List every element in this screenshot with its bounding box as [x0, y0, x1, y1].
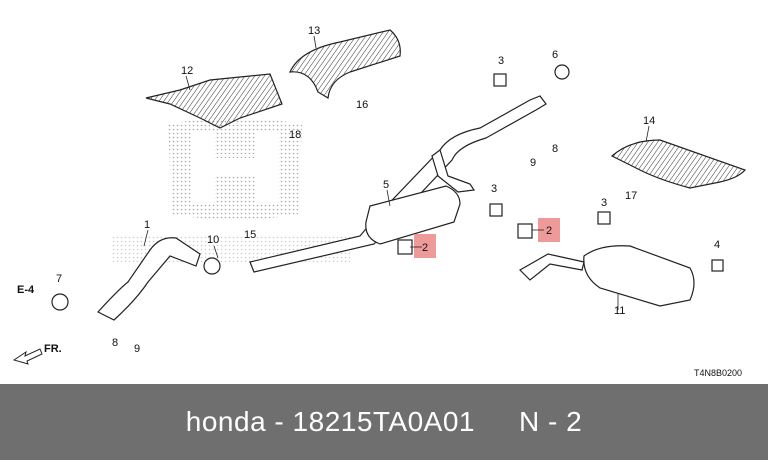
callout-1: 1 — [144, 219, 150, 231]
callout-2b: 2 — [546, 225, 552, 237]
caption-brand: honda — [185, 406, 267, 437]
callout-14: 14 — [643, 115, 655, 127]
caption-bar: honda - 18215TA0A01 N - 2 — [0, 384, 768, 460]
callout-13: 13 — [308, 25, 320, 37]
callout-5: 5 — [383, 179, 389, 191]
callout-labels: 13 12 3 6 16 18 14 8 9 5 3 17 3 1 15 10 … — [17, 25, 720, 355]
rubber-mount-3c — [597, 211, 611, 225]
callout-3b: 3 — [491, 183, 497, 195]
highlight-box-2a — [414, 234, 436, 258]
callout-10: 10 — [207, 234, 219, 246]
front-label: FR. — [44, 343, 62, 355]
caption-part-number: 18215TA0A01 — [292, 406, 476, 437]
front-direction-indicator: FR. — [12, 343, 62, 365]
caption-separator: - — [266, 406, 293, 437]
caption-callout: N - 2 — [519, 406, 583, 437]
callout-9a: 9 — [530, 157, 536, 169]
honda-logo-watermark — [112, 118, 350, 262]
callout-3a: 3 — [498, 55, 504, 67]
callout-3c: 3 — [601, 197, 607, 209]
callout-2a: 2 — [422, 242, 428, 254]
heat-shield-12 — [145, 73, 283, 129]
exhaust-diagram-svg: 13 12 3 6 16 18 14 8 9 5 3 17 3 1 15 10 … — [12, 25, 747, 378]
rubber-mount-3a — [493, 73, 507, 87]
callout-18: 18 — [289, 129, 301, 141]
nut-4 — [711, 259, 724, 272]
rubber-mount-2a — [397, 239, 413, 255]
heat-shield-13 — [289, 29, 401, 99]
rubber-mount-2b — [517, 223, 533, 239]
callout-6: 6 — [552, 49, 558, 61]
callout-7: 7 — [56, 273, 62, 285]
exhaust-diagram: 13 12 3 6 16 18 14 8 9 5 3 17 3 1 15 10 … — [12, 25, 747, 378]
gasket-10 — [203, 257, 221, 275]
gasket-7 — [51, 293, 69, 311]
diagram-ref-code: T4N8B0200 — [694, 368, 742, 378]
callout-9b: 9 — [134, 343, 140, 355]
callout-15: 15 — [244, 229, 256, 241]
exhaust-pipe — [97, 95, 695, 321]
callout-12: 12 — [181, 65, 193, 77]
gasket-6 — [554, 64, 570, 80]
callout-e4: E-4 — [17, 284, 35, 296]
leader-lines — [143, 35, 650, 310]
heat-shield-14 — [610, 139, 747, 189]
callout-8b: 8 — [112, 337, 118, 349]
rubber-mount-3b — [489, 203, 503, 217]
callout-11: 11 — [614, 305, 625, 317]
callout-17: 17 — [625, 190, 637, 202]
callout-8a: 8 — [552, 143, 558, 155]
highlight-box-2b — [538, 218, 560, 242]
callout-16: 16 — [356, 99, 368, 111]
callout-4: 4 — [714, 239, 720, 251]
